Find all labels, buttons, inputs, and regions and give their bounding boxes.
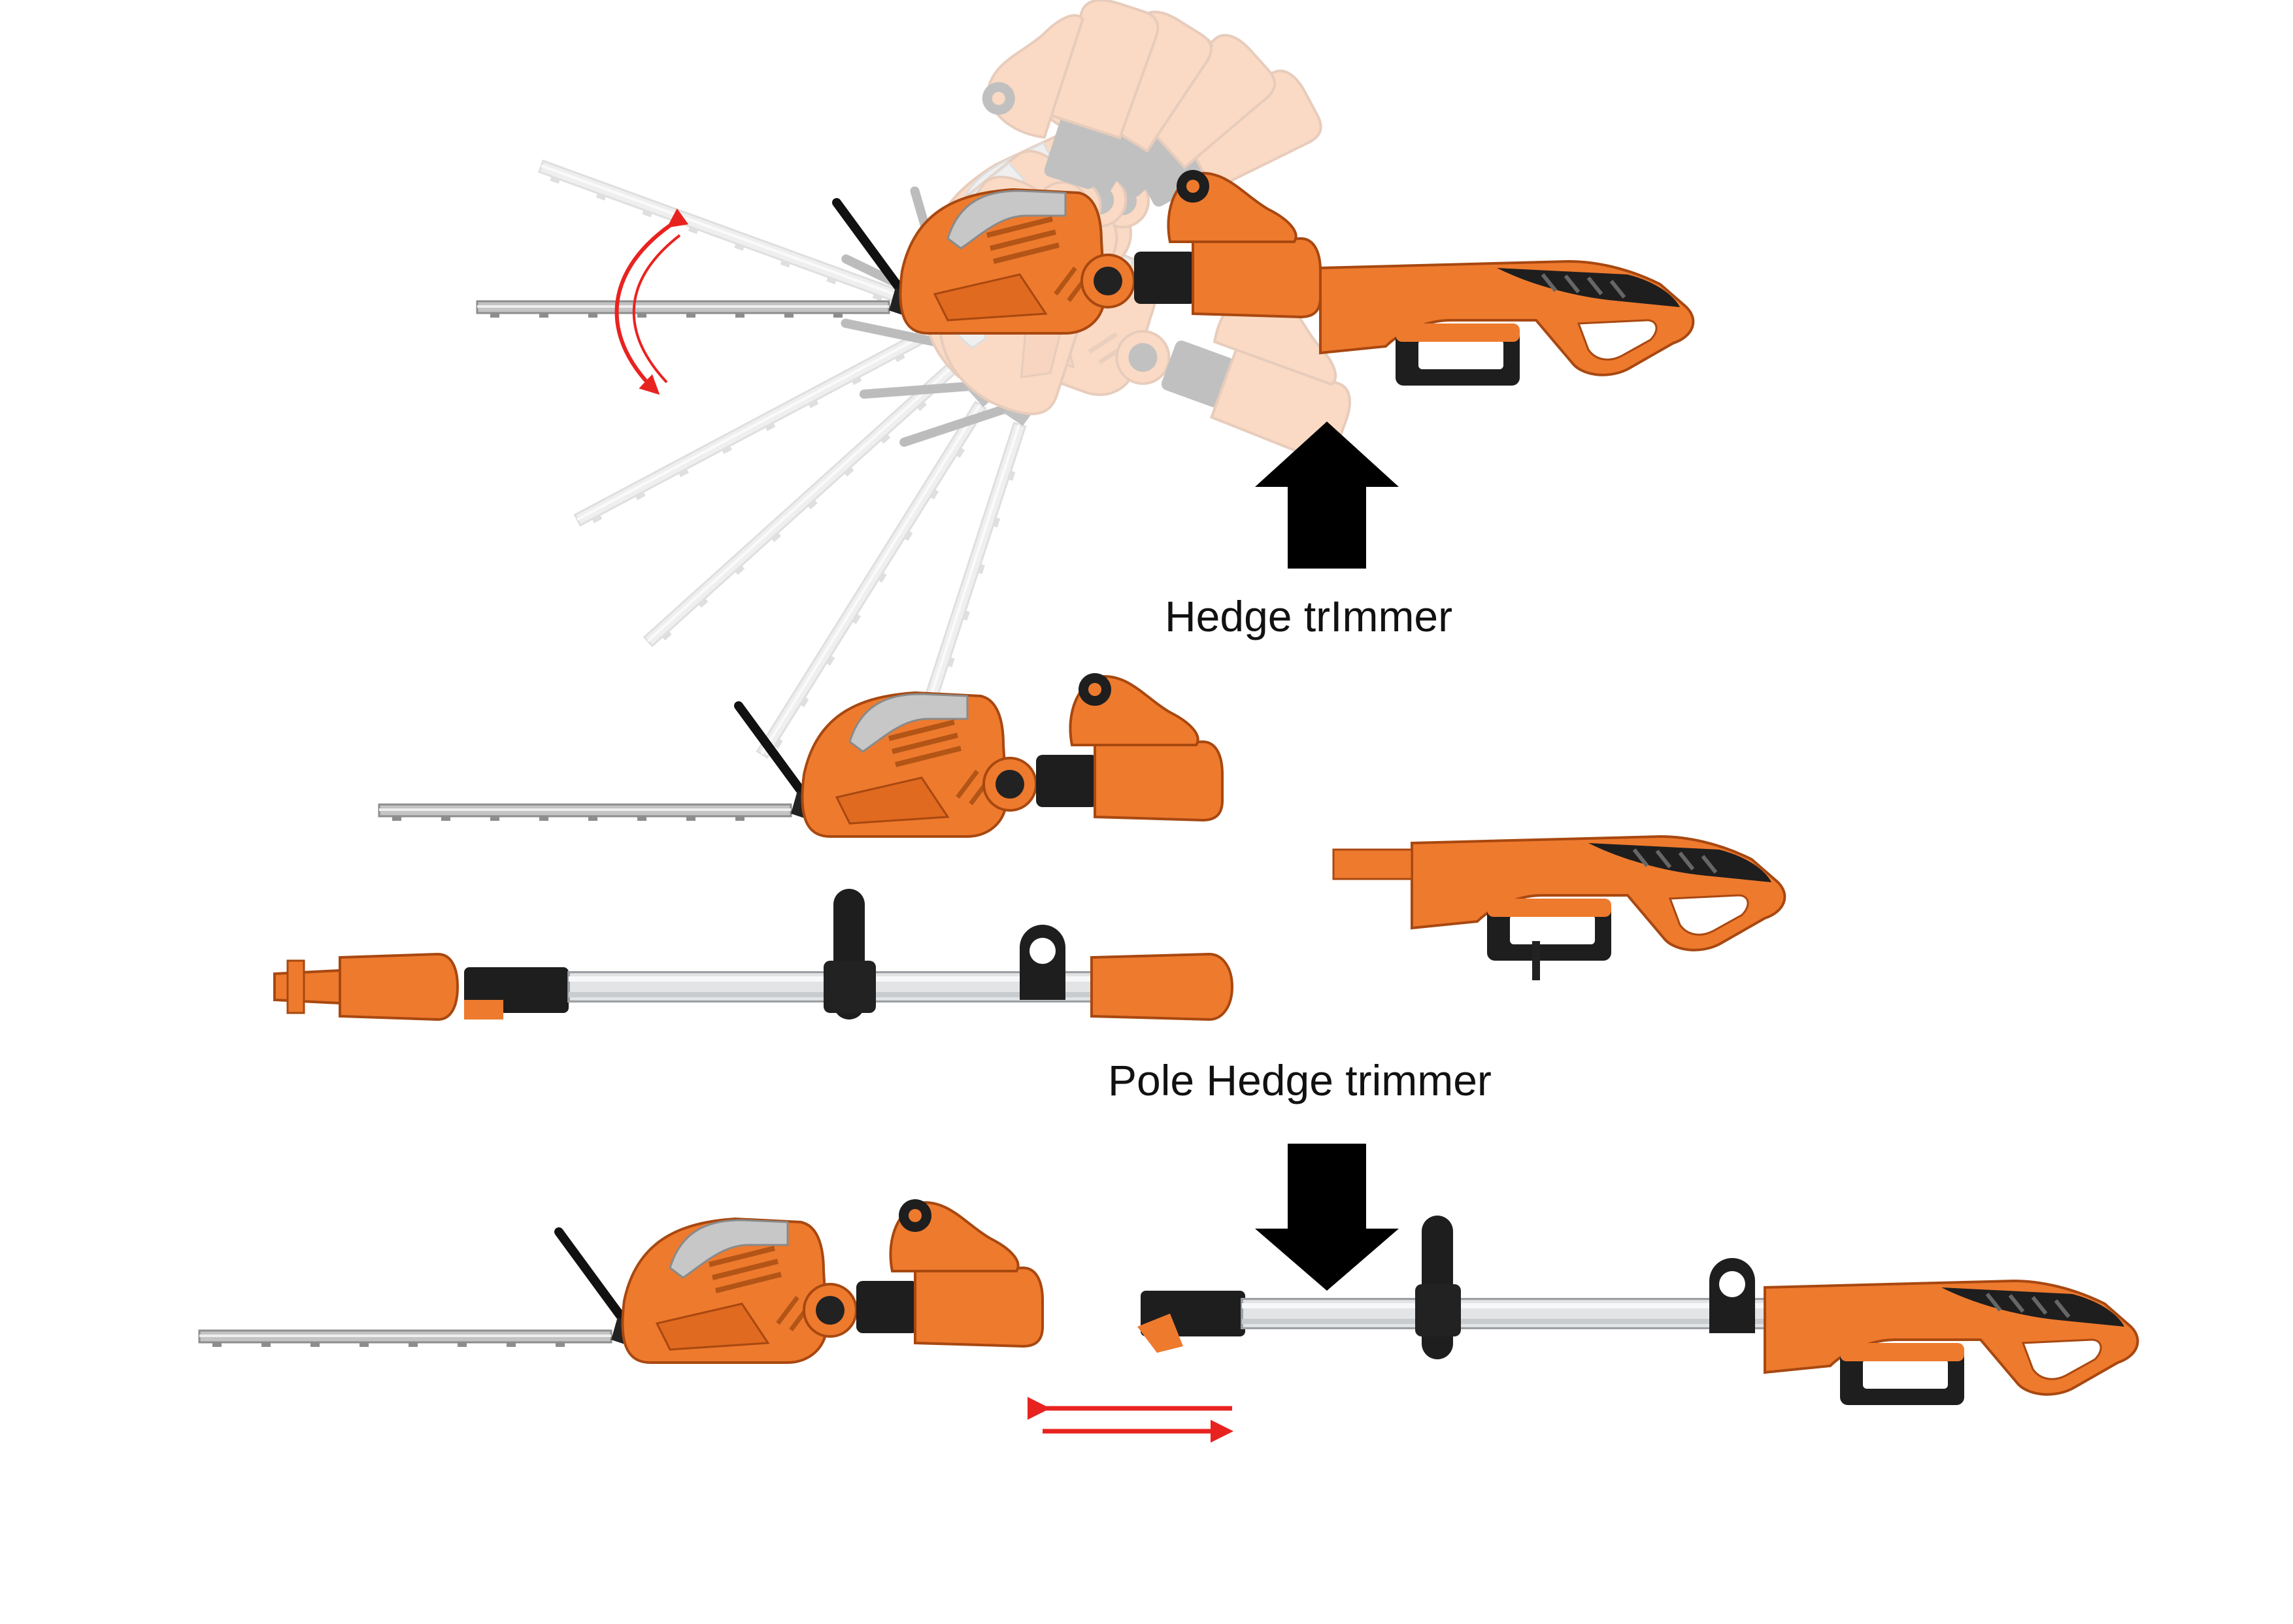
arrow-up-icon [1255,422,1399,569]
pole-hedge-trimmer-label: Pole Hedge trimmer [1108,1056,1492,1104]
double-horizontal-arrow-icon [1028,1397,1233,1443]
hedge-trimmer-label: Hedge trImmer [1165,592,1453,640]
pole-hedge-trimmer-assembled [199,1199,2137,1405]
detached-pole [273,889,1234,1021]
detached-handle-unit [1332,837,1784,980]
curved-double-arrow-icon [614,208,689,395]
arrow-down-icon [1255,1144,1399,1291]
